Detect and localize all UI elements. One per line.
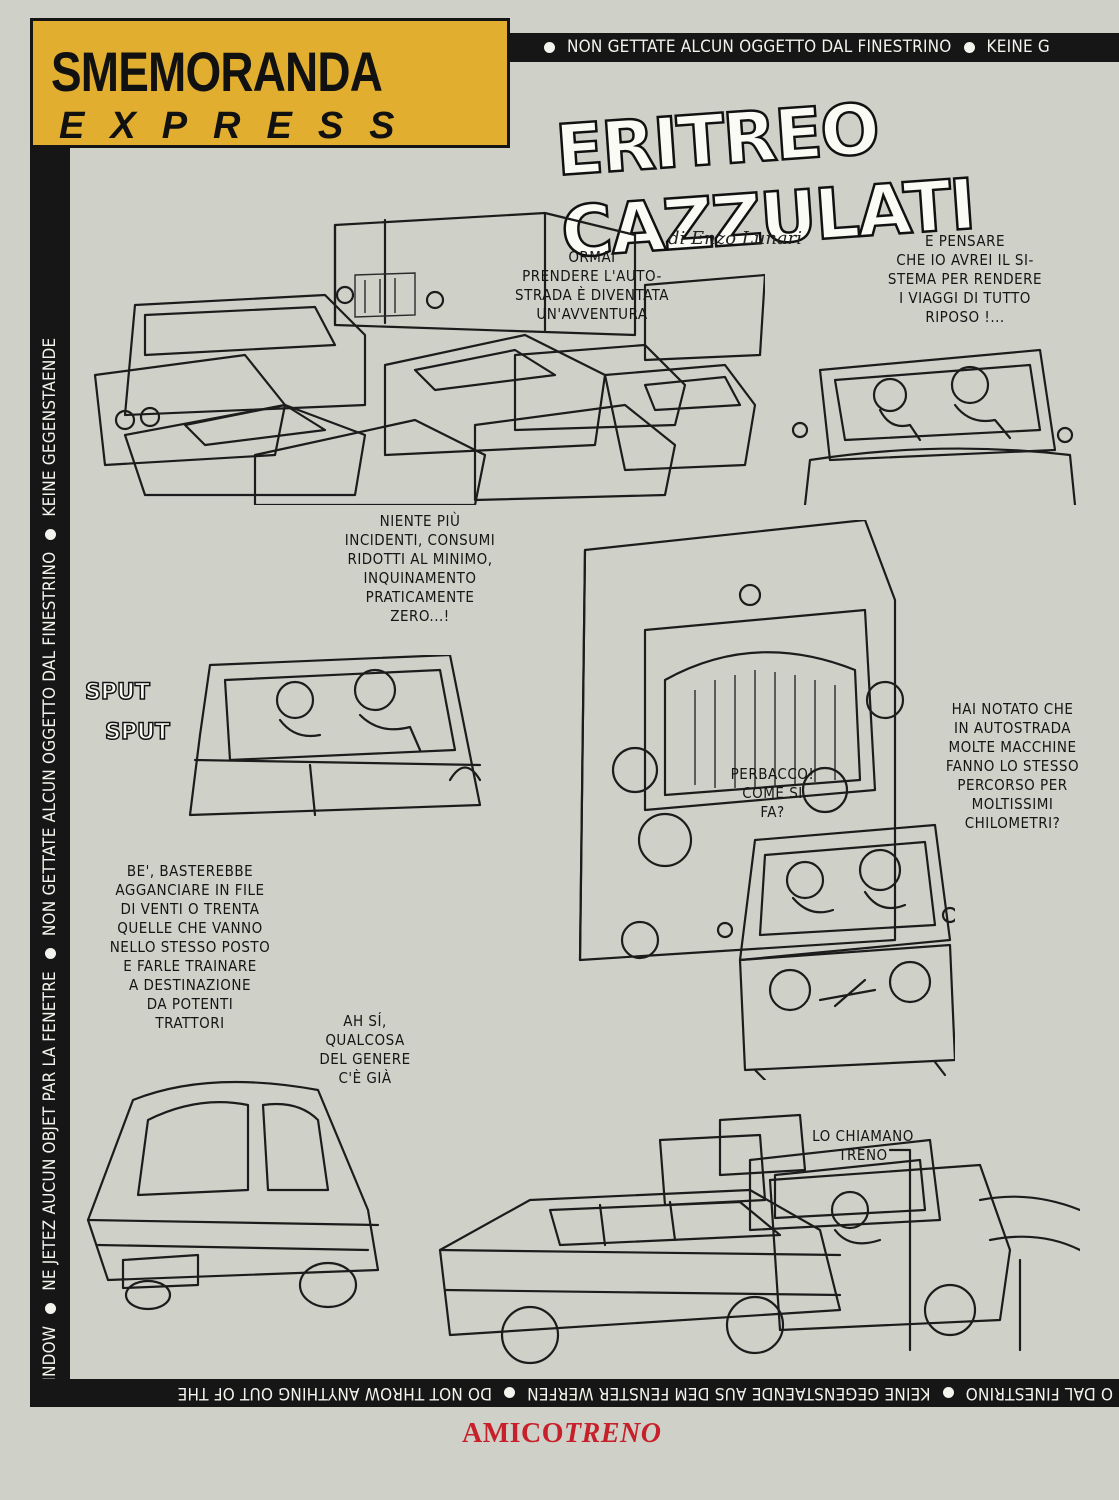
balloon-ah-si: AH SÍ, QUALCOSA DEL GENERE C'È GIÀ xyxy=(319,1012,411,1087)
left-warning-strip: WINDOWNE JETEZ AUCUN OBJET PAR LA FENETR… xyxy=(30,148,70,1407)
top-warning-strip: NON GETTATE ALCUN OGGETTO DAL FINESTRINO… xyxy=(510,33,1119,62)
smemoranda-express-logo: SMEMORANDA EXPRESS xyxy=(30,18,510,148)
car-side-drawing xyxy=(170,655,500,825)
balloon-be-basterebbe: BE', BASTEREBBE AGGANCIARE IN FILE DI VE… xyxy=(109,862,271,1032)
bottom-warning-strip: O DAL FINESTRINO KEINE GEGENSTAENDE AUS D… xyxy=(30,1379,1119,1407)
comic-author: di Enzo Lunari xyxy=(668,228,803,249)
top-strip-text: KEINE G xyxy=(986,37,1050,57)
bullet-icon xyxy=(503,1387,515,1398)
traffic-jam-drawing xyxy=(85,205,765,505)
balloon-lo-chiamano: LO CHIAMANO TRENO xyxy=(812,1127,914,1164)
bullet-icon xyxy=(544,42,555,53)
bullet-icon xyxy=(942,1387,954,1398)
balloon-hai-notato: HAI NOTATO CHE IN AUTOSTRADA MOLTE MACCH… xyxy=(945,700,1080,832)
car-two-men-drawing xyxy=(790,330,1080,505)
truck-and-car-drawing xyxy=(565,520,955,1080)
sfx-sput-2: SPUT xyxy=(104,719,170,746)
bottom-strip-text: DO NOT THROW ANYTHING OUT OF THE xyxy=(177,1383,492,1403)
bullet-icon xyxy=(45,1302,56,1314)
cars-train-drawing xyxy=(420,1110,1080,1375)
bottom-strip-text: KEINE GEGENSTAENDE AUS DEM FENSTER WERFE… xyxy=(526,1383,931,1403)
sfx-sput-1: SPUT xyxy=(84,679,150,706)
bullet-icon xyxy=(45,948,56,960)
balloon-e-pensare: E PENSARE CHE IO AVREI IL SI- STEMA PER … xyxy=(887,232,1043,326)
bottom-strip-text: O DAL FINESTRINO xyxy=(965,1383,1113,1403)
balloon-perbacco: PERBACCO! COME SI FA? xyxy=(730,765,815,821)
top-strip-text: NON GETTATE ALCUN OGGETTO DAL FINESTRINO xyxy=(567,37,952,57)
left-strip-text: NON GETTATE ALCUN OGGETTO DAL FINESTRINO xyxy=(40,551,60,937)
bullet-icon xyxy=(963,42,975,53)
logo-main-text: SMEMORANDA xyxy=(51,40,383,103)
balloon-niente-piu: NIENTE PIÙ INCIDENTI, CONSUMI RIDOTTI AL… xyxy=(344,512,496,625)
comic-title: ERITREO CAZZULATI xyxy=(552,87,978,276)
amicotreno-logo: AMICOTRENO xyxy=(462,1418,662,1449)
car-rear-drawing xyxy=(78,1070,388,1315)
logo-sub-text: EXPRESS xyxy=(59,105,421,147)
left-strip-text: NE JETEZ AUCUN OBJET PAR LA FENETRE xyxy=(40,971,60,1291)
left-strip-text: KEINE GEGENSTAENDE xyxy=(40,337,60,517)
balloon-ormai: ORMAI PRENDERE L'AUTO- STRADA È DIVENTAT… xyxy=(515,248,669,323)
bullet-icon xyxy=(45,528,56,540)
